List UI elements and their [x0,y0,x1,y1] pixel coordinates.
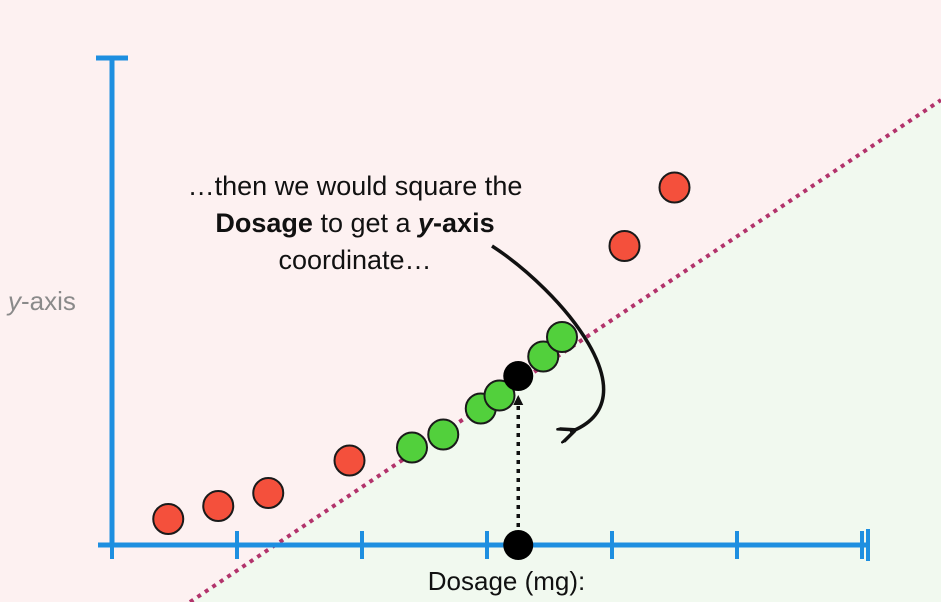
x-axis-ticks [110,529,870,561]
data-points [152,171,691,560]
curved-arrow [491,244,606,432]
x-axis-label: Dosage (mg): [427,566,586,596]
green-data-point [396,431,428,464]
red-data-point [252,477,285,509]
annotation-text: …then we would square the Dosage to get … [130,168,580,279]
annotation-line-3: coordinate… [278,245,432,275]
red-data-point [333,444,366,477]
y-axis-label: y-axis [8,286,76,316]
red-data-point [152,503,185,535]
annotation-line-2: Dosage to get a y-axis [215,208,495,238]
annotation-line-1: …then we would square the [187,171,523,201]
projected-point [503,361,534,391]
red-data-point [658,171,691,204]
dosage-point-on-axis [503,530,534,560]
green-data-point [546,321,578,353]
green-data-point [427,418,460,451]
red-data-point [202,490,235,522]
red-data-point [608,230,641,262]
green-data-point [527,340,560,373]
